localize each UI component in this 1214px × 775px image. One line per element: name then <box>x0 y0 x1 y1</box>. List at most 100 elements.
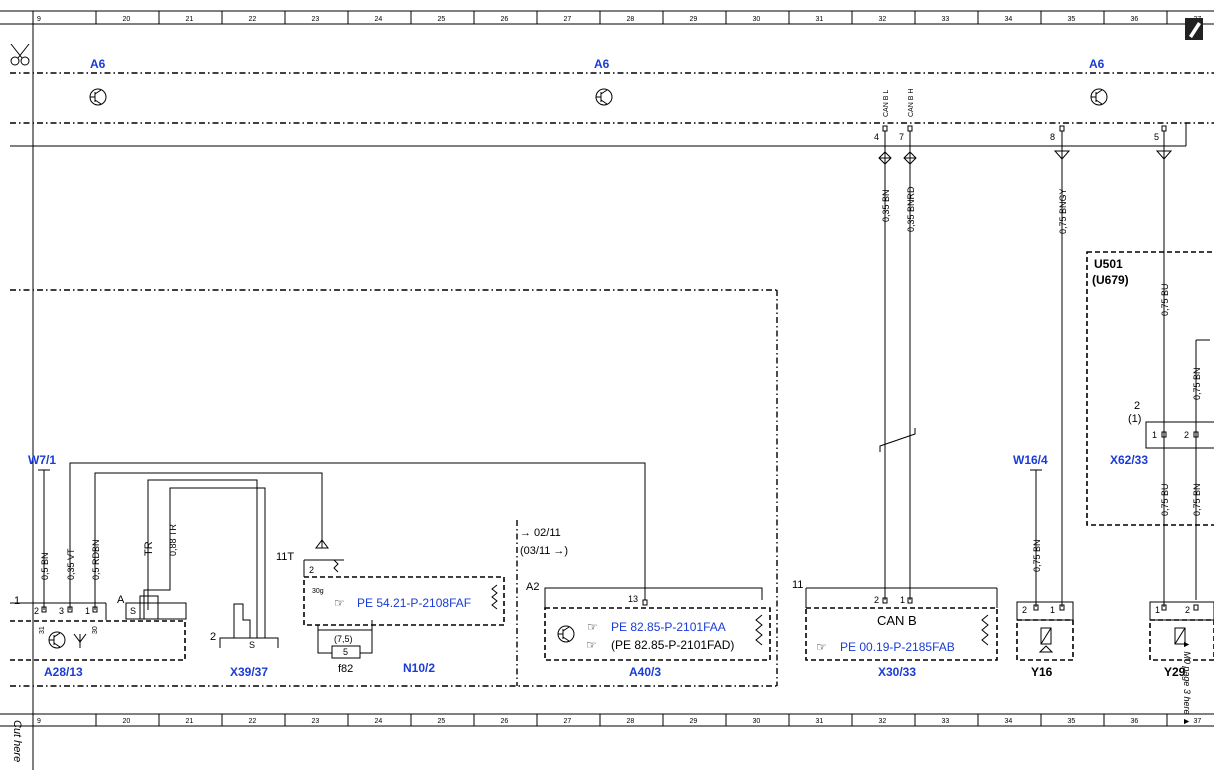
grid-column-number: 21 <box>186 718 194 725</box>
a28-13-component <box>10 602 186 661</box>
splice-s-label: S <box>130 606 136 616</box>
transistor-icon <box>1090 88 1108 106</box>
can-b-box-label: CAN B <box>877 613 917 628</box>
grid-column-number: 36 <box>1131 718 1139 725</box>
grid-column-number: 28 <box>627 718 635 725</box>
grid-column-number: 29 <box>690 16 698 23</box>
grid-column-number: 31 <box>816 718 824 725</box>
pin-5-label: 5 <box>1154 132 1159 142</box>
fuse-value: (7,5) <box>334 634 353 644</box>
a6-label-3: A6 <box>1089 57 1105 71</box>
page-reference-label: ▲ M0 page 3 here ▲ <box>1182 640 1192 726</box>
a28-pin-1: 1 <box>85 606 90 616</box>
y16-pin-1: 1 <box>1050 605 1055 615</box>
grid-column-number: 33 <box>942 16 950 23</box>
x62-pin-count: 2 <box>1134 400 1140 412</box>
can-wires <box>878 131 917 600</box>
a40-pin-13: 13 <box>628 594 638 604</box>
grid-column-number: 35 <box>1068 718 1076 725</box>
n10-2-component <box>303 559 505 659</box>
grid-column-number: 28 <box>627 16 635 23</box>
a40-a2-label: A2 <box>526 581 539 593</box>
date-to: (03/11 →) <box>520 545 568 557</box>
ref-x30-link[interactable]: PE 00.19-P-2185FAB <box>840 640 955 654</box>
cut-here-label: Cut here <box>11 720 23 762</box>
pin-8-label: 8 <box>1050 132 1055 142</box>
y29-component <box>1149 601 1214 661</box>
y16-wire <box>1053 131 1071 607</box>
ref-a40-link-1[interactable]: PE 82.85-P-2101FAA <box>611 620 726 634</box>
a6-module <box>10 72 1214 147</box>
ref-n10-link[interactable]: PE 54.21-P-2108FAF <box>357 596 471 610</box>
n10-2-label: N10/2 <box>403 661 435 675</box>
y16-component <box>1016 601 1074 661</box>
u679-label: (U679) <box>1092 273 1129 287</box>
can-b-h-label: CAN B H <box>908 89 915 117</box>
hand-ref-icon: ☞ <box>586 638 597 652</box>
grid-column-number: 9 <box>37 16 41 23</box>
f82-label: f82 <box>338 663 353 675</box>
y29-label: Y29 <box>1164 665 1186 679</box>
scissors-icon <box>10 43 30 66</box>
x62-33-label: X62/33 <box>1110 453 1148 467</box>
grid-column-number: 24 <box>375 718 383 725</box>
grid-column-number: 21 <box>186 16 194 23</box>
wire-label-075bn-w16: 0,75 BN <box>1032 539 1042 572</box>
a28-13-label: A28/13 <box>44 665 83 679</box>
a6-label-1: A6 <box>90 57 106 71</box>
n10-30g-label: 30g <box>312 588 324 595</box>
grid-column-number: 32 <box>879 718 887 725</box>
wire-label-035bn: 0,35 BN <box>881 189 891 222</box>
x62-pin-count-alt: (1) <box>1128 413 1141 425</box>
x62-pin-2: 2 <box>1184 430 1189 440</box>
grid-column-number: 25 <box>438 718 446 725</box>
grid-column-number: 26 <box>501 718 509 725</box>
grid-column-number: 30 <box>753 16 761 23</box>
grid-column-number: 33 <box>942 718 950 725</box>
n10-pin-2: 2 <box>309 565 314 575</box>
n10-11t-label: 11T <box>276 551 294 563</box>
x30-pin-count: 11 <box>792 579 803 591</box>
a28-term-31: 31 <box>39 626 46 634</box>
a40-3-component <box>544 587 771 661</box>
wire-label-075bu-top: 0,75 BU <box>1160 283 1170 316</box>
grid-column-number: 20 <box>123 16 131 23</box>
grid-column-number: 34 <box>1005 16 1013 23</box>
wire-label-05rdbn: 0,5 RDBN <box>91 539 101 580</box>
grid-column-number: 35 <box>1068 16 1076 23</box>
x62-pin-1: 1 <box>1152 430 1157 440</box>
x30-33-component <box>805 587 998 661</box>
wire-label-075bn-top: 0,75 BN <box>1192 367 1202 400</box>
grid-column-number: 30 <box>753 718 761 725</box>
wire-label-035bnrd: 0,35 BNRD <box>906 186 916 232</box>
a28-pin-count: 1 <box>14 595 20 607</box>
grid-column-number: 37 <box>1194 718 1202 725</box>
wire-label-075bngy: 0,75 BNGY <box>1058 188 1068 234</box>
grid-column-number: 27 <box>564 718 572 725</box>
wire-label-05bn: 0,5 BN <box>40 552 50 580</box>
pin-4-label: 4 <box>874 132 879 142</box>
instrument-enclosure <box>10 289 778 687</box>
a40-3-label: A40/3 <box>629 665 661 679</box>
hand-ref-icon: ☞ <box>587 620 598 634</box>
u501-label: U501 <box>1094 257 1123 271</box>
grid-column-number: 9 <box>37 718 41 725</box>
pin-7-label: 7 <box>899 132 904 142</box>
a6-pin-markers <box>882 125 1167 132</box>
ref-a40-link-2[interactable]: (PE 82.85-P-2101FAD) <box>611 638 734 652</box>
x30-pin-2: 2 <box>874 595 879 605</box>
x39-37-component <box>219 603 279 648</box>
grid-column-number: 25 <box>438 16 446 23</box>
hand-ref-icon: ☞ <box>816 640 827 654</box>
w7-1-label: W7/1 <box>28 453 56 467</box>
wire-label-035vt: 0,35 VT <box>66 548 76 580</box>
grid-ruler-top <box>0 10 1214 25</box>
x30-pin-1: 1 <box>900 595 905 605</box>
loop-wires <box>69 462 646 612</box>
a28-pin-3: 3 <box>59 606 64 616</box>
grid-column-number: 27 <box>564 16 572 23</box>
wire-label-075bu-bot: 0,75 BU <box>1160 483 1170 516</box>
x30-33-label: X30/33 <box>878 665 916 679</box>
